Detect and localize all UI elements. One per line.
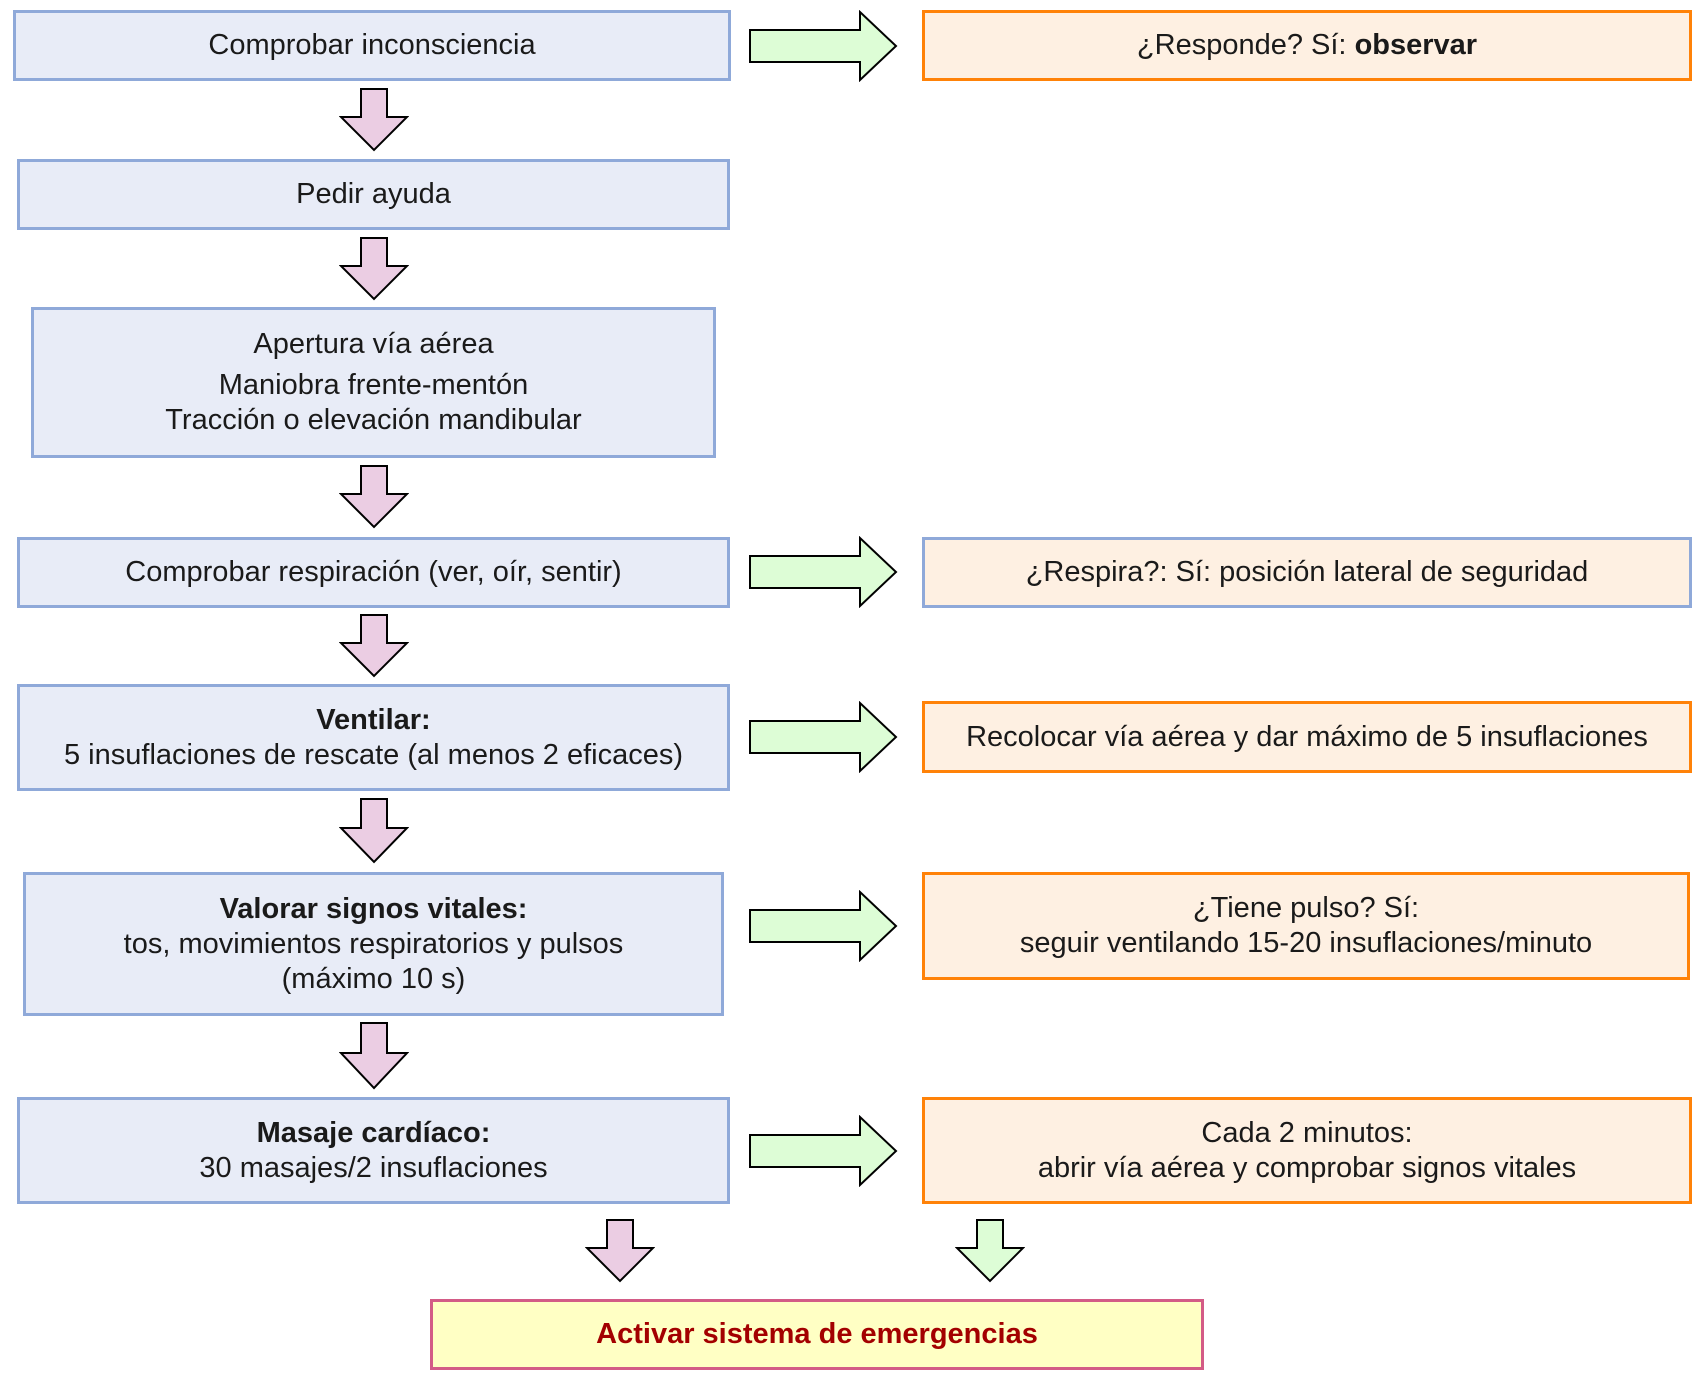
step-cardiac-massage: Masaje cardíaco: 30 masajes/2 insuflacio… <box>17 1097 730 1204</box>
step-ventilate: Ventilar: 5 insuflaciones de rescate (al… <box>17 684 730 791</box>
step-open-airway: Apertura vía aérea Maniobra frente-mentó… <box>31 307 716 458</box>
down-arrow-icon <box>339 614 409 678</box>
outcome-text: ¿Responde? Sí: observar <box>1137 28 1477 63</box>
down-arrow-icon <box>585 1219 655 1283</box>
outcome-text: Recolocar vía aérea y dar máximo de 5 in… <box>966 720 1648 753</box>
outcome-every-2-minutes: Cada 2 minutos: abrir vía aérea y compro… <box>922 1097 1692 1204</box>
step-check-unconsciousness: Comprobar inconsciencia <box>13 10 731 81</box>
down-arrow-icon <box>339 465 409 529</box>
step-text: 30 masajes/2 insuflaciones <box>199 1151 548 1184</box>
step-text: (máximo 10 s) <box>281 962 466 995</box>
step-title: Masaje cardíaco: <box>256 1116 491 1149</box>
outcome-prefix: ¿Responde? Sí: <box>1136 29 1355 61</box>
down-arrow-icon <box>339 798 409 864</box>
final-text: Activar sistema de emergencias <box>596 1318 1038 1350</box>
step-text: Tracción o elevación mandibular <box>165 404 582 436</box>
step-check-breathing: Comprobar respiración (ver, oír, sentir) <box>17 537 730 608</box>
down-arrow-icon <box>955 1219 1025 1283</box>
final-activate-emergency: Activar sistema de emergencias <box>430 1299 1204 1370</box>
outcome-text: ¿Tiene pulso? Sí: <box>1192 892 1420 924</box>
outcome-text: abrir vía aérea y comprobar signos vital… <box>1037 1151 1577 1184</box>
right-arrow-icon <box>749 1115 898 1187</box>
step-text: Comprobar respiración (ver, oír, sentir) <box>125 556 622 588</box>
down-arrow-icon <box>339 237 409 301</box>
step-title: Apertura vía aérea <box>253 328 494 360</box>
step-text: tos, movimientos respiratorios y pulsos <box>123 927 624 960</box>
right-arrow-icon <box>749 701 898 773</box>
down-arrow-icon <box>339 88 409 152</box>
step-text: 5 insuflaciones de rescate (al menos 2 e… <box>64 738 683 771</box>
outcome-breathing: ¿Respira?: Sí: posición lateral de segur… <box>922 537 1692 608</box>
step-assess-vital-signs: Valorar signos vitales: tos, movimientos… <box>23 872 724 1016</box>
step-text: Pedir ayuda <box>296 178 451 210</box>
step-title: Ventilar: <box>316 703 431 736</box>
step-text: Comprobar inconsciencia <box>208 29 536 61</box>
outcome-text: ¿Respira?: Sí: posición lateral de segur… <box>1025 556 1589 588</box>
right-arrow-icon <box>749 10 898 82</box>
outcome-text: seguir ventilando 15-20 insuflaciones/mi… <box>1019 927 1593 959</box>
step-text: Maniobra frente-mentón <box>218 369 529 401</box>
outcome-has-pulse: ¿Tiene pulso? Sí: seguir ventilando 15-2… <box>922 872 1690 980</box>
step-title: Valorar signos vitales: <box>219 892 528 925</box>
outcome-responds: ¿Responde? Sí: observar <box>922 10 1692 81</box>
outcome-reposition-airway: Recolocar vía aérea y dar máximo de 5 in… <box>922 701 1692 773</box>
right-arrow-icon <box>749 536 898 608</box>
step-call-help: Pedir ayuda <box>17 159 730 230</box>
right-arrow-icon <box>749 890 898 962</box>
outcome-action: observar <box>1354 29 1478 61</box>
down-arrow-icon <box>339 1022 409 1090</box>
outcome-text: Cada 2 minutos: <box>1201 1116 1413 1149</box>
